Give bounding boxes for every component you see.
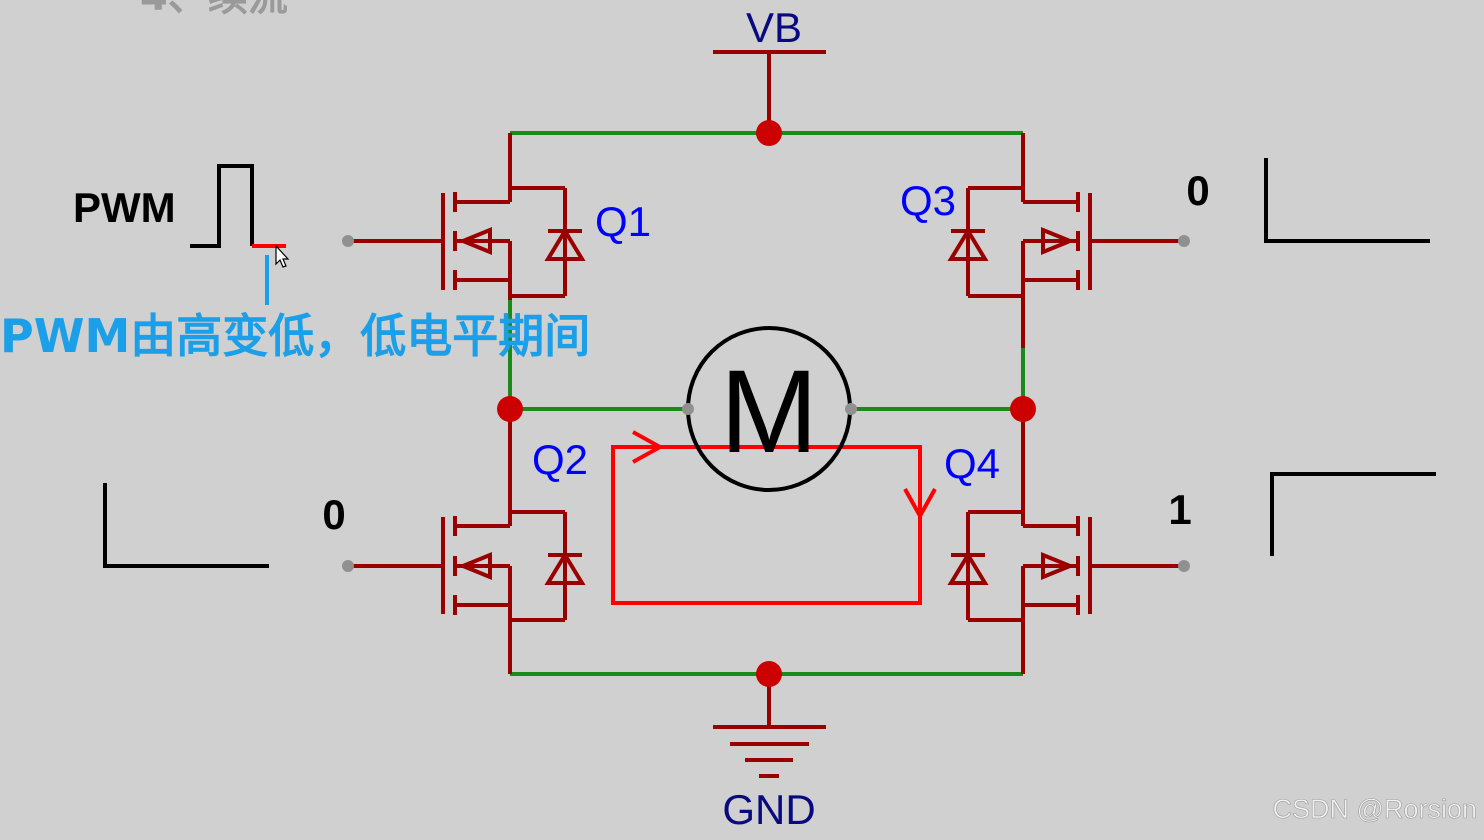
mouse-cursor-icon xyxy=(275,244,290,268)
q2-gate-waveform xyxy=(103,483,269,568)
junction-nodes xyxy=(497,120,1036,687)
q3-label: Q3 xyxy=(900,177,956,224)
q2-label: Q2 xyxy=(532,436,588,483)
mosfet-q1 xyxy=(348,133,586,300)
q1-label: Q1 xyxy=(595,198,651,245)
q3-gate-level: 0 xyxy=(1186,167,1209,214)
q3-gate-waveform xyxy=(1264,158,1430,243)
section-heading: 4、续流 xyxy=(140,0,288,20)
watermark: CSDN @Rorsion xyxy=(1273,794,1477,824)
q2-gate-level: 0 xyxy=(322,491,345,538)
ground-label: GND xyxy=(722,786,815,833)
supply-symbol xyxy=(713,50,826,133)
pwm-label: PWM xyxy=(73,184,176,231)
motor-label: M xyxy=(720,346,818,478)
q4-gate-level: 1 xyxy=(1168,486,1191,533)
q4-label: Q4 xyxy=(944,440,1000,487)
q4-gate-waveform xyxy=(1270,472,1436,556)
current-loop xyxy=(611,430,937,605)
annotation-text: PWM由高变低，低电平期间 xyxy=(0,309,590,363)
supply-label: VB xyxy=(746,4,802,51)
mosfet-q3 xyxy=(947,133,1184,348)
ground-symbol xyxy=(713,674,826,778)
pwm-waveform xyxy=(190,164,286,248)
mosfet-q4 xyxy=(947,409,1184,674)
gate-pins xyxy=(342,235,1190,572)
mosfet-q2 xyxy=(348,409,586,674)
motor-symbol xyxy=(682,326,857,492)
